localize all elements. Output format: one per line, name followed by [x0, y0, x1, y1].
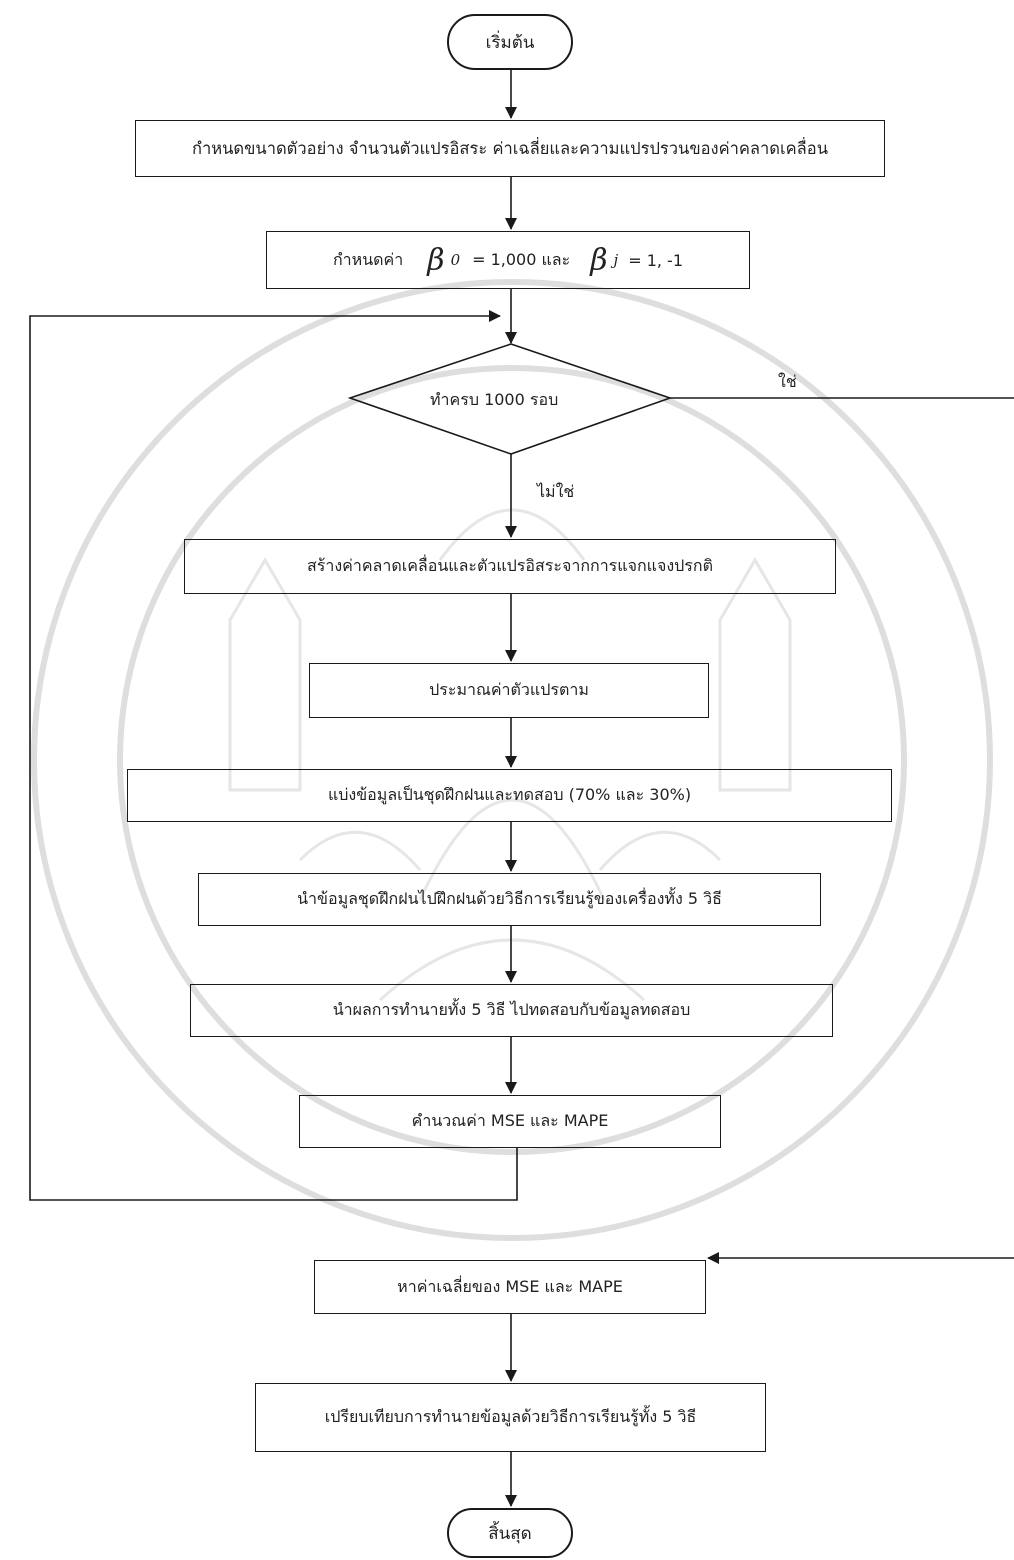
set-beta-prefix: กำหนดค่า — [332, 249, 404, 269]
estimate-box: ประมาณค่าตัวแปรตาม — [309, 663, 709, 718]
compare-box: เปรียบเทียบการทำนายข้อมูลด้วยวิธีการเรีย… — [255, 1383, 766, 1452]
decision-label: ทำครบ 1000 รอบ — [430, 390, 559, 409]
yes-label: ใช่ — [778, 372, 797, 391]
end-terminator: สิ้นสุด — [447, 1508, 573, 1558]
split-box: แบ่งข้อมูลเป็นชุดฝึกฝนและทดสอบ (70% และ … — [127, 769, 892, 822]
train-box: นำข้อมูลชุดฝึกฝนไปฝึกฝนด้วยวิธีการเรียนร… — [198, 873, 821, 926]
compute-box: คำนวณค่า MSE และ MAPE — [299, 1095, 721, 1148]
decision-diamond — [347, 343, 673, 455]
beta0-subscript: 0 — [450, 251, 461, 269]
start-terminator: เริ่มต้น — [447, 14, 573, 70]
no-label: ไม่ใช่ — [537, 482, 575, 501]
set-parameters-box: กำหนดขนาดตัวอย่าง จำนวนตัวแปรอิสระ ค่าเฉ… — [135, 120, 885, 177]
betaj-symbol: β — [590, 242, 608, 278]
test-box: นำผลการทำนายทั้ง 5 วิธี ไปทดสอบกับข้อมูล… — [190, 984, 833, 1037]
betaj-subscript: j — [613, 251, 619, 269]
betaj-value: = 1, -1 — [628, 250, 683, 270]
beta0-symbol: β — [427, 242, 445, 278]
generate-box: สร้างค่าคลาดเคลื่อนและตัวแปรอิสระจากการแ… — [184, 539, 836, 594]
beta0-value: = 1,000 และ — [472, 249, 571, 269]
average-box: หาค่าเฉลี่ยของ MSE และ MAPE — [314, 1260, 706, 1314]
